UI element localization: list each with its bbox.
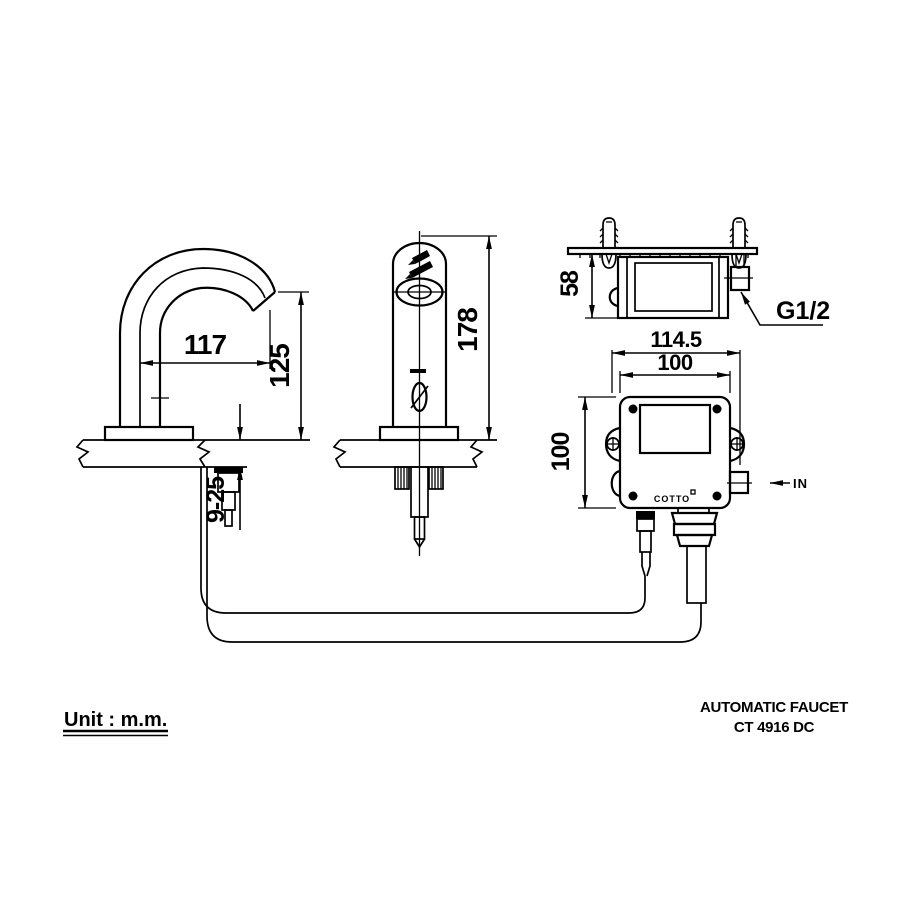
box-side-panel [634,262,713,312]
brand-logo: COTTO [654,494,690,504]
g12-leader-line [740,291,823,326]
hose-connector [670,508,719,604]
wall-anchor-left-icon [599,217,619,269]
sensor-beam-icon [405,250,433,279]
outlet-slash [410,385,429,409]
dim-body-height: 100 [547,433,575,472]
dim-spout-height: 125 [264,344,295,388]
mounting-rail [566,246,759,256]
dim-box-depth: 58 [556,270,584,297]
deck-break-left-front [332,439,347,468]
shank-tip [224,509,233,527]
box-side-seams [626,257,720,318]
faucet-front-view: 178 [332,231,497,556]
box-side-bump [608,286,619,308]
dim-total-height: 178 [452,308,483,352]
corner-screw-icon [628,491,638,501]
dim-deck-thickness: 9-25 [202,476,230,523]
corner-screw-icon [712,491,722,501]
outlet-symbol [411,381,428,413]
center-mark [151,389,169,407]
product-code: CT 4916 DC [734,719,815,736]
ext-lines-100v [578,396,616,509]
mounting-tab-right [729,426,746,463]
brand-mark-icon [690,489,696,495]
footer: Unit : m.m. AUTOMATIC FAUCET CT 4916 DC [63,699,848,737]
corner-screw-icon [712,404,722,414]
mounting-nut [214,467,243,473]
base-flange [103,425,195,442]
wall-anchor-right-icon [729,217,749,269]
sensor-cable-loop [200,467,646,614]
dim-spout-reach: 117 [184,329,227,360]
box-front-bump [610,469,621,498]
unit-label: Unit : m.m. [64,709,167,731]
faucet-side-view: 117 125 9-25 [75,247,702,643]
mounting-tab-left [604,426,621,463]
deck-break-right-front [469,439,484,468]
indicator-dash [410,369,426,373]
control-box-front-view: COTTO IN 114.5 100 100 [547,327,808,604]
deck-break-mid [196,439,211,468]
control-box-side-view: 58 G1/2 [556,217,830,326]
dim-overall-width: 114.5 [650,327,702,352]
spout-outer-edge [118,247,277,427]
water-hose-loop [206,467,702,643]
shank-front [394,466,444,549]
corner-screw-icon [628,404,638,414]
product-title: AUTOMATIC FAUCET [700,699,848,716]
ext-lines-1145 [611,350,741,465]
deck-break-left [75,439,90,468]
label-inlet-thread: G1/2 [776,297,830,325]
inlet-fitting-detail [724,254,753,279]
box-front-body [618,395,732,510]
spout-mid-contour [139,267,266,427]
spout-tip-cut [252,291,276,312]
cable-gland-connector [636,511,655,577]
label-inlet: IN [793,476,808,491]
box-window [638,403,712,455]
spout-inner-edge [158,286,254,427]
box-side-body [616,255,730,320]
dim-body-width: 100 [657,350,692,375]
